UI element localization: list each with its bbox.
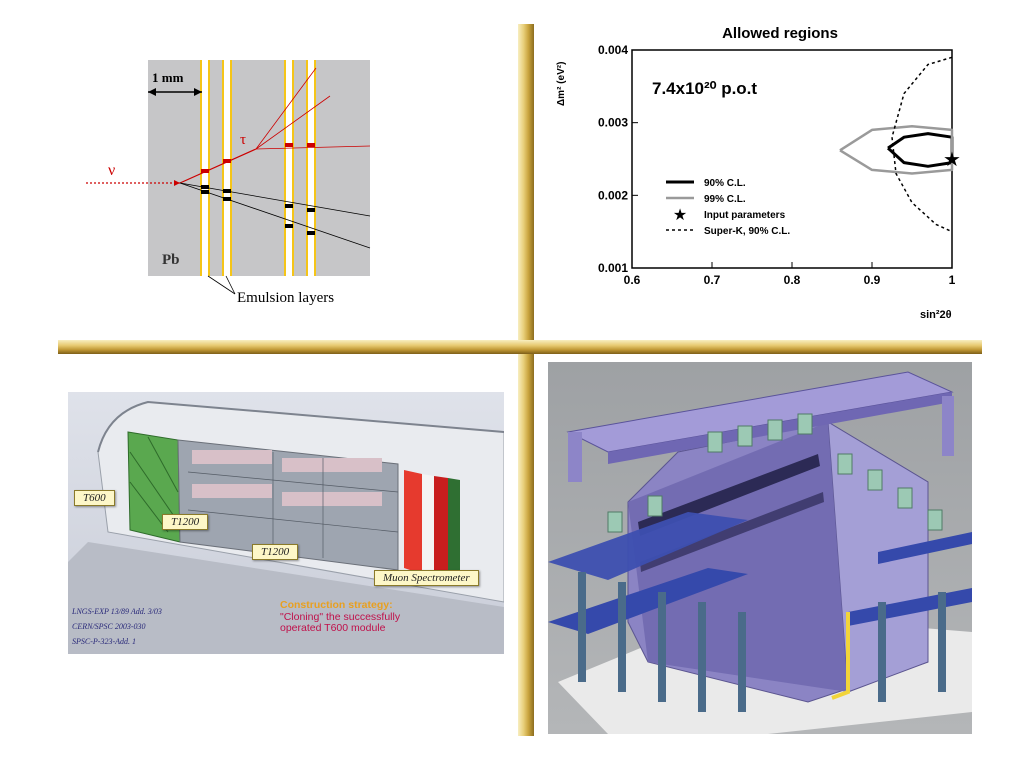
label-t1200-a: T1200 <box>162 514 209 530</box>
reference-list: LNGS-EXP 13/89 Add. 3/03 CERN/SPSC 2003-… <box>72 604 162 649</box>
x-axis-label: sin²2θ <box>920 309 952 321</box>
label-muon-spectrometer: Muon Spectrometer <box>374 570 479 586</box>
x-tick-label: 0.9 <box>864 273 881 287</box>
reference-item: LNGS-EXP 13/89 Add. 3/03 <box>72 607 162 616</box>
vertical-divider <box>518 24 534 736</box>
allowed-regions-chart: Allowed regions 7.4x10²⁰ p.o.t Δm² (eV²)… <box>548 24 968 324</box>
pot-annotation: 7.4x10²⁰ p.o.t <box>652 79 757 98</box>
x-tick-label: 1 <box>949 273 956 287</box>
input-parameters-star: ★ <box>943 149 961 171</box>
particle-tracks <box>179 67 371 249</box>
construction-strategy: Construction strategy: "Cloning" the suc… <box>280 599 401 635</box>
nu-label: ν <box>108 162 115 179</box>
x-tick-label: 0.6 <box>624 273 641 287</box>
legend-star: ★ <box>673 207 687 224</box>
strategy-line: "Cloning" the successfully <box>280 610 401 623</box>
lead-label: Pb <box>162 252 180 268</box>
reference-item: CERN/SPSC 2003-030 <box>72 622 146 631</box>
strategy-line: operated T600 module <box>280 622 386 634</box>
legend-label: 99% C.L. <box>704 194 746 205</box>
reference-item: SPSC-P-323-Add. 1 <box>72 637 136 646</box>
emulsion-layers <box>200 60 316 276</box>
scale-label: 1 mm <box>152 70 184 85</box>
contour-solid-gray <box>839 125 954 175</box>
label-t1200-b: T1200 <box>252 544 299 560</box>
detector-3d-render <box>548 362 972 734</box>
y-tick-label: 0.001 <box>598 261 628 275</box>
tunnel-svg <box>68 400 505 654</box>
legend-label: 90% C.L. <box>704 178 746 189</box>
chart-legend: 90% C.L. 99% C.L. ★ Input parametersSuper-K… <box>666 178 790 237</box>
detector-layout-panel: T600 T1200 T1200 Muon Spectrometer LNGS-… <box>68 392 505 654</box>
y-tick-label: 0.003 <box>598 116 628 130</box>
lead-block <box>148 60 370 276</box>
contour-dashed-black <box>891 56 953 233</box>
label-t600: T600 <box>74 490 115 506</box>
y-axis-label: Δm² (eV²) <box>556 62 567 106</box>
render-svg <box>548 371 972 734</box>
horizontal-divider <box>58 340 982 354</box>
emulsion-label: Emulsion layers <box>237 290 334 306</box>
legend-label: Super-K, 90% C.L. <box>704 226 790 237</box>
x-tick-label: 0.7 <box>704 273 721 287</box>
strategy-title: Construction strategy: <box>280 599 393 611</box>
x-tick-label: 0.8 <box>784 273 801 287</box>
chart-title: Allowed regions <box>722 25 838 42</box>
y-tick-label: 0.002 <box>598 188 628 202</box>
chart-svg: Allowed regions 7.4x10²⁰ p.o.t Δm² (eV²)… <box>556 25 961 321</box>
y-tick-label: 0.004 <box>598 43 628 57</box>
interaction-svg: 1 mm ν τ Pb Emulsion layers <box>86 60 371 306</box>
tau-label: τ <box>240 132 246 148</box>
neutrino-interaction-diagram: 1 mm ν τ Pb Emulsion layers <box>80 40 400 320</box>
legend-label: Input parameters <box>704 210 786 221</box>
